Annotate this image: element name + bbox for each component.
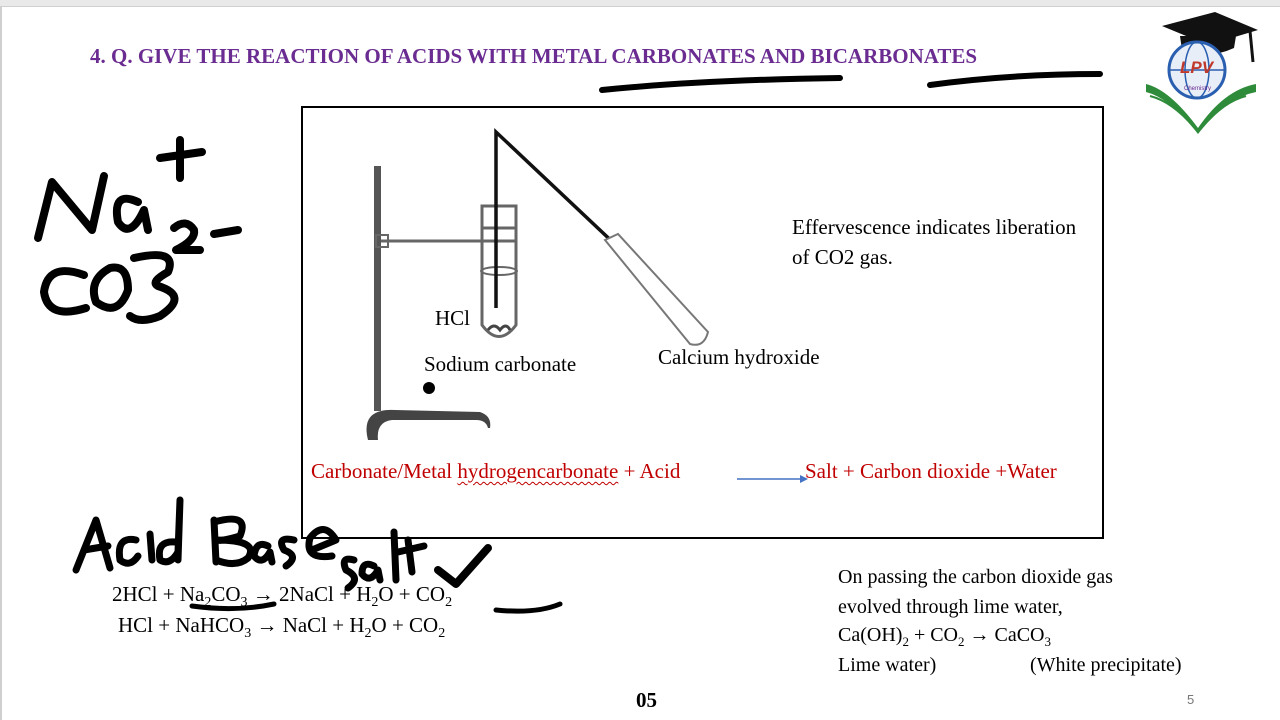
calcium-hydroxide-label: Calcium hydroxide [658,345,820,369]
general-equation-right: Salt + Carbon dioxide +Water [805,459,1057,483]
general-equation-left: Carbonate/Metal hydrogencarbonate + Acid [311,459,681,483]
left-border [0,6,2,720]
logo-subtext: Chemistry [1184,86,1212,92]
handwritten-na-co3 [34,136,242,324]
underline-bicarbonates [927,71,1103,88]
equation-1: 2HCl + Na2CO3 → 2NaCl + H2O + CO2 [112,582,453,611]
lime-water-line4b: (White precipitate) [1030,654,1182,676]
lime-water-line1: On passing the carbon dioxide gas [838,566,1113,588]
top-bar [0,0,1280,7]
sodium-carbonate-label: Sodium carbonate [424,352,577,376]
handwritten-check [434,544,492,588]
underline-co2 [493,601,563,614]
lime-water-line2: evolved through lime water, [838,596,1063,618]
underline-metal-carbonates [599,75,843,93]
hcl-label: HCl [435,306,471,330]
effervescence-line1: Effervescence indicates liberation [792,215,1077,239]
equation-2: HCl + NaHCO3 → NaCl + H2O + CO2 [118,613,446,642]
diagram-frame [301,106,1104,539]
slide-number: 5 [1187,692,1195,707]
lime-water-line4a: Lime water) [838,654,937,676]
logo-text: LPV [1180,58,1214,77]
effervescence-line2: of CO2 gas. [792,245,893,269]
lime-water-reaction: Ca(OH)2 + CO2 → CaCO3 [838,624,1051,649]
slide-title: 4. Q. GIVE THE REACTION OF ACIDS WITH ME… [90,44,978,68]
page-number: 05 [636,688,657,712]
